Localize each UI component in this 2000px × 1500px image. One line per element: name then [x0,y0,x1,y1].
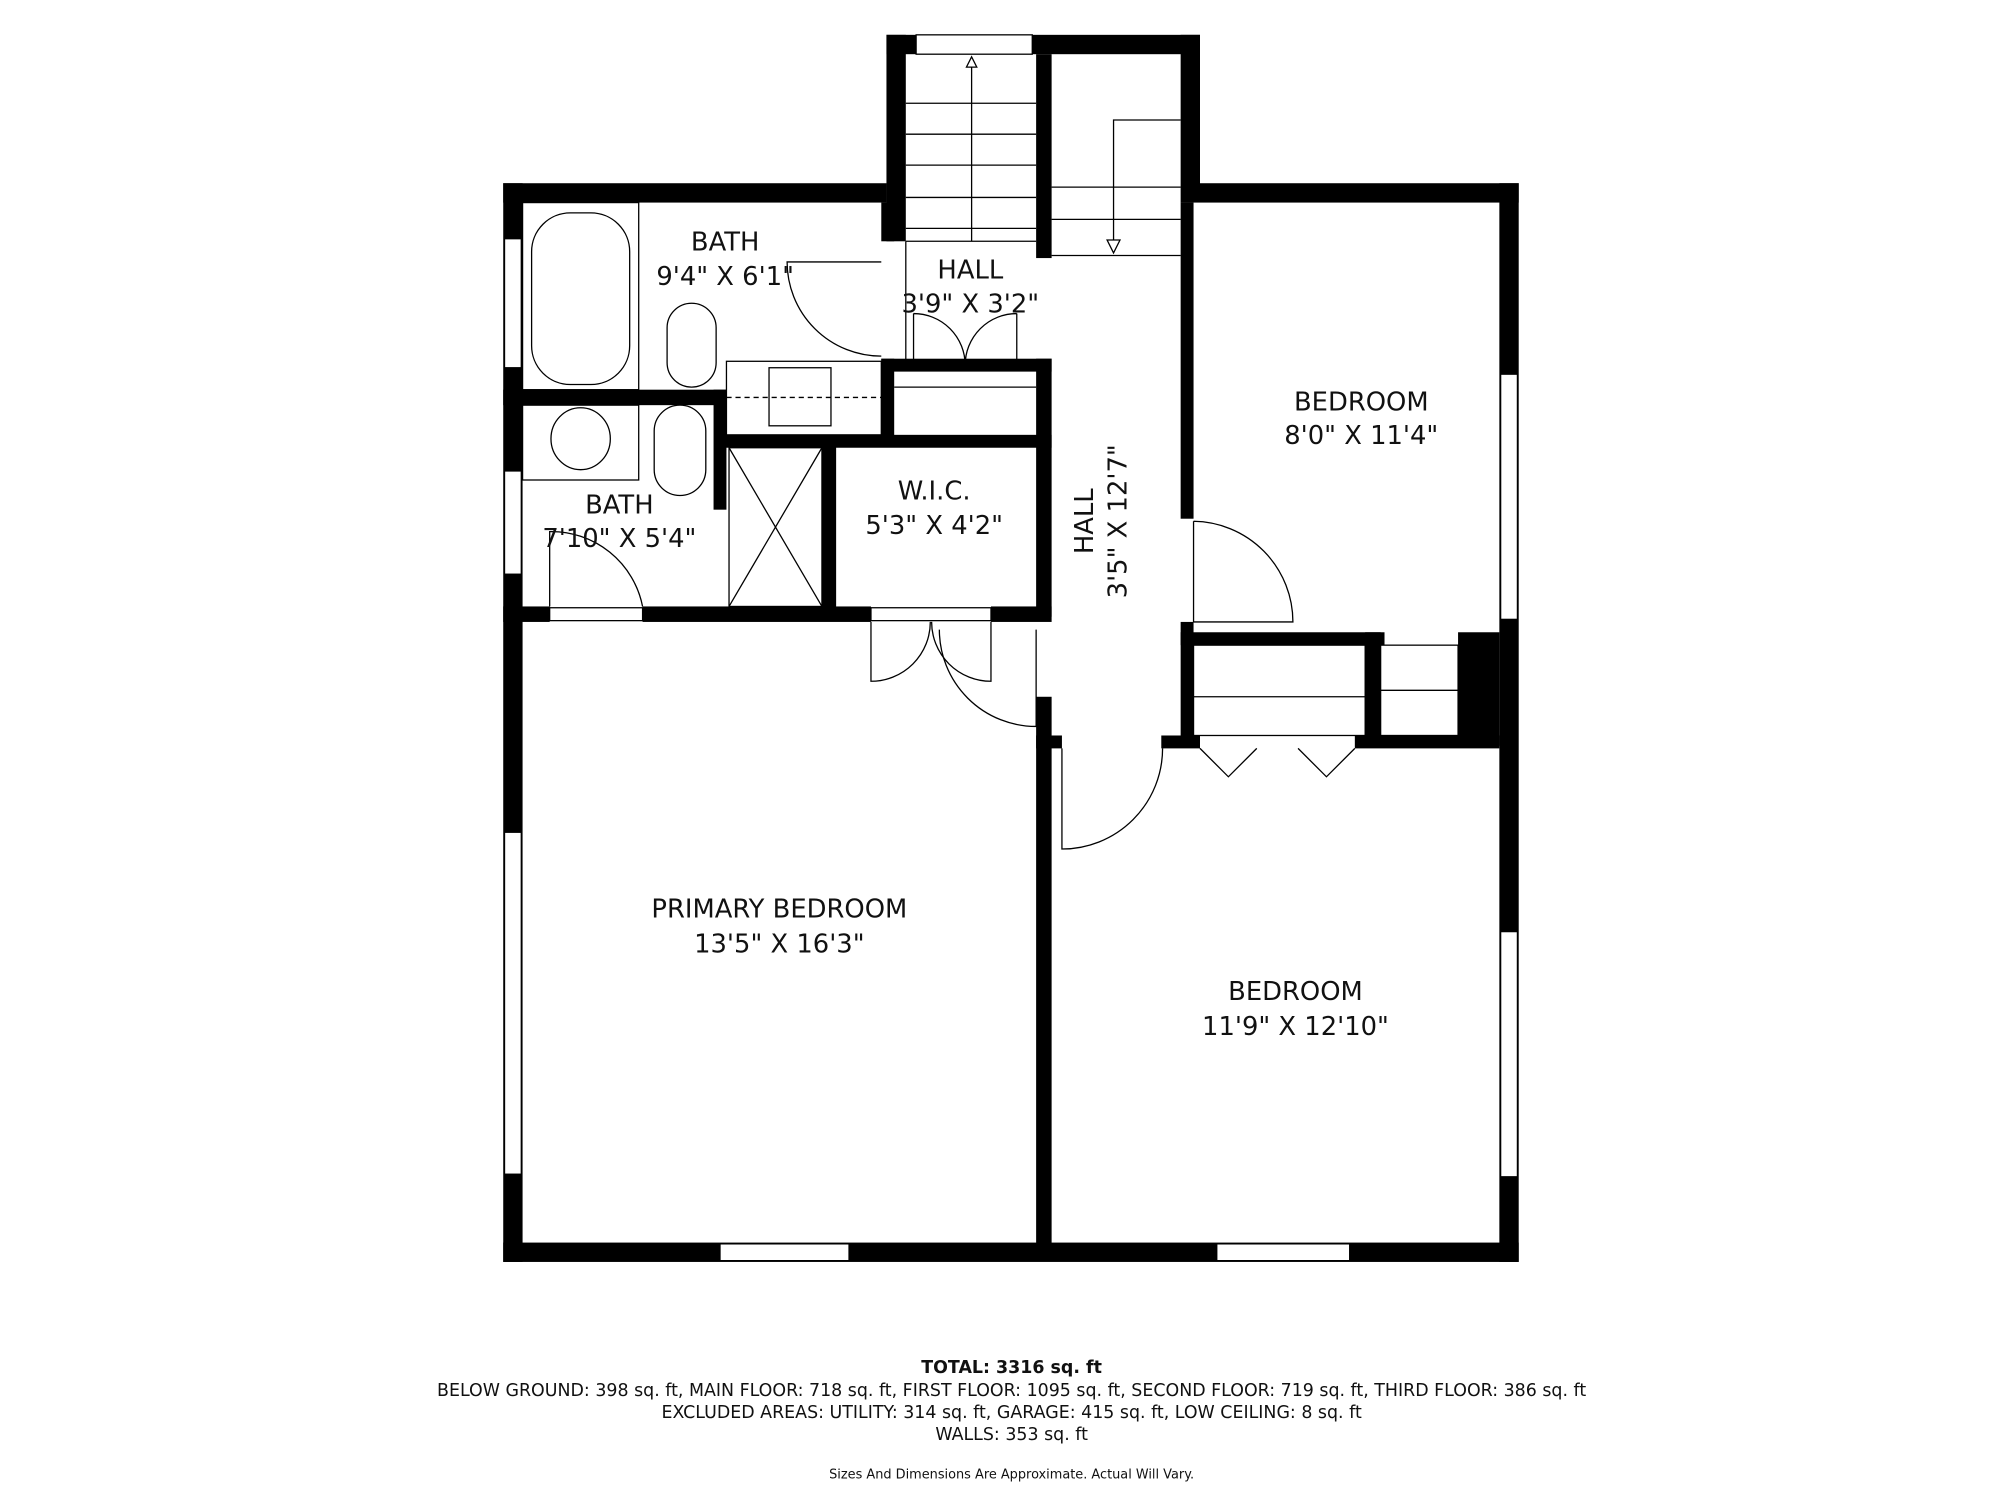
room-name-bedroom-lower: BEDROOM [1228,977,1363,1007]
room-dims-hall-long: 3'5" X 12'7" [1103,444,1133,598]
room-dims-wic: 5'3" X 4'2" [865,511,1003,541]
room-name-wic: W.I.C. [898,476,971,506]
room-dims-bedroom-upper: 8'0" X 11'4" [1284,421,1438,451]
room-name-primary-bedroom: PRIMARY BEDROOM [651,894,907,924]
total-area: TOTAL: 3316 sq. ft [921,1358,1102,1378]
room-dims-hall-small: 3'9" X 3'2" [902,289,1040,319]
room-name-bath-upper: BATH [691,227,760,257]
fixtures [521,201,1459,850]
floor-areas: BELOW GROUND: 398 sq. ft, MAIN FLOOR: 71… [437,1381,1586,1401]
room-name-bath-lower: BATH [585,491,654,521]
room-dims-bath-lower: 7'10" X 5'4" [542,524,696,554]
room-name-bedroom-upper: BEDROOM [1294,387,1429,417]
disclaimer: Sizes And Dimensions Are Approximate. Ac… [829,1468,1194,1483]
room-name-hall-small: HALL [937,256,1003,286]
room-name-hall-long: HALL [1070,488,1100,554]
windows [503,34,1519,1262]
room-dims-bedroom-lower: 11'9" X 12'10" [1202,1012,1389,1042]
walls-area: WALLS: 353 sq. ft [935,1425,1088,1445]
room-dims-bath-upper: 9'4" X 6'1" [656,262,794,292]
area-summary: TOTAL: 3316 sq. ft BELOW GROUND: 398 sq.… [437,1358,1586,1483]
stairs [894,55,1181,388]
room-dims-primary-bedroom: 13'5" X 16'3" [694,929,864,959]
excluded-areas: EXCLUDED AREAS: UTILITY: 314 sq. ft, GAR… [661,1403,1361,1423]
walls [503,34,1519,1262]
room-labels: BATH 9'4" X 6'1" HALL 3'9" X 3'2" BEDROO… [542,227,1438,1042]
